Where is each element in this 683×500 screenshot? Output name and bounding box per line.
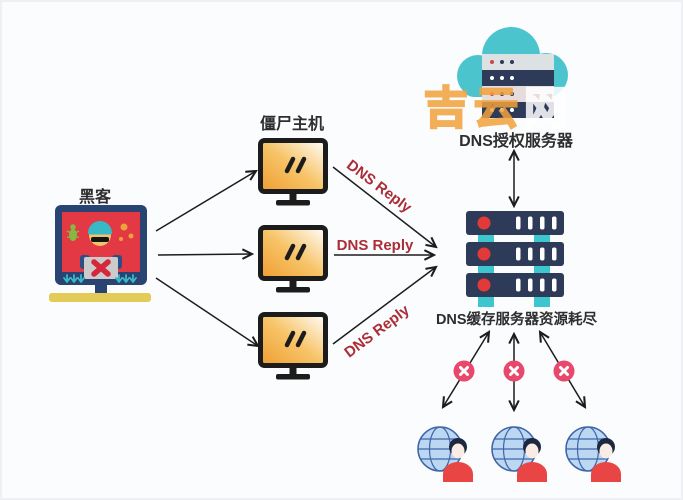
attack-arrow-hacker-to-zombie-3 xyxy=(155,277,258,346)
dns-reply-arrow-3 xyxy=(332,267,436,345)
blocked-x-icon-1 xyxy=(453,360,475,382)
dns-reply-label-2: DNS Reply xyxy=(336,237,414,254)
zombie-hosts-label: 僵尸主机 xyxy=(259,116,324,133)
rack-unit xyxy=(466,273,564,297)
download-arrows-icon xyxy=(63,274,137,283)
hacker-label: 黑客 xyxy=(78,189,111,206)
bug-icon xyxy=(66,224,80,241)
auth-server-rack xyxy=(482,54,554,118)
user-globe-icon-1 xyxy=(417,426,474,483)
zombie-monitor-1 xyxy=(261,141,326,206)
dns-reply-arrow-1 xyxy=(332,166,436,247)
attack-arrow-hacker-to-zombie-1 xyxy=(155,171,256,232)
zombie-monitor-2 xyxy=(261,228,326,293)
user-globe-icon-2 xyxy=(491,426,548,483)
auth-server-label: DNS授权服务器 xyxy=(459,133,573,150)
cache-server-label: DNS缓存服务器资源耗尽 xyxy=(435,312,598,328)
zombie-monitor-3 xyxy=(261,315,326,380)
rack-unit xyxy=(466,211,564,235)
rack-unit xyxy=(466,242,564,266)
dns-auth-server-cloud-icon xyxy=(457,27,568,118)
attack-arrow-hacker-to-zombie-2 xyxy=(157,254,252,255)
user-globe-icon-3 xyxy=(565,426,622,483)
laptop-with-x-icon xyxy=(84,257,118,279)
dns-cache-server-icon xyxy=(466,211,564,307)
hacker-icon xyxy=(49,205,151,302)
blocked-x-icon-2 xyxy=(503,360,525,382)
blocked-x-icon-3 xyxy=(553,360,575,382)
